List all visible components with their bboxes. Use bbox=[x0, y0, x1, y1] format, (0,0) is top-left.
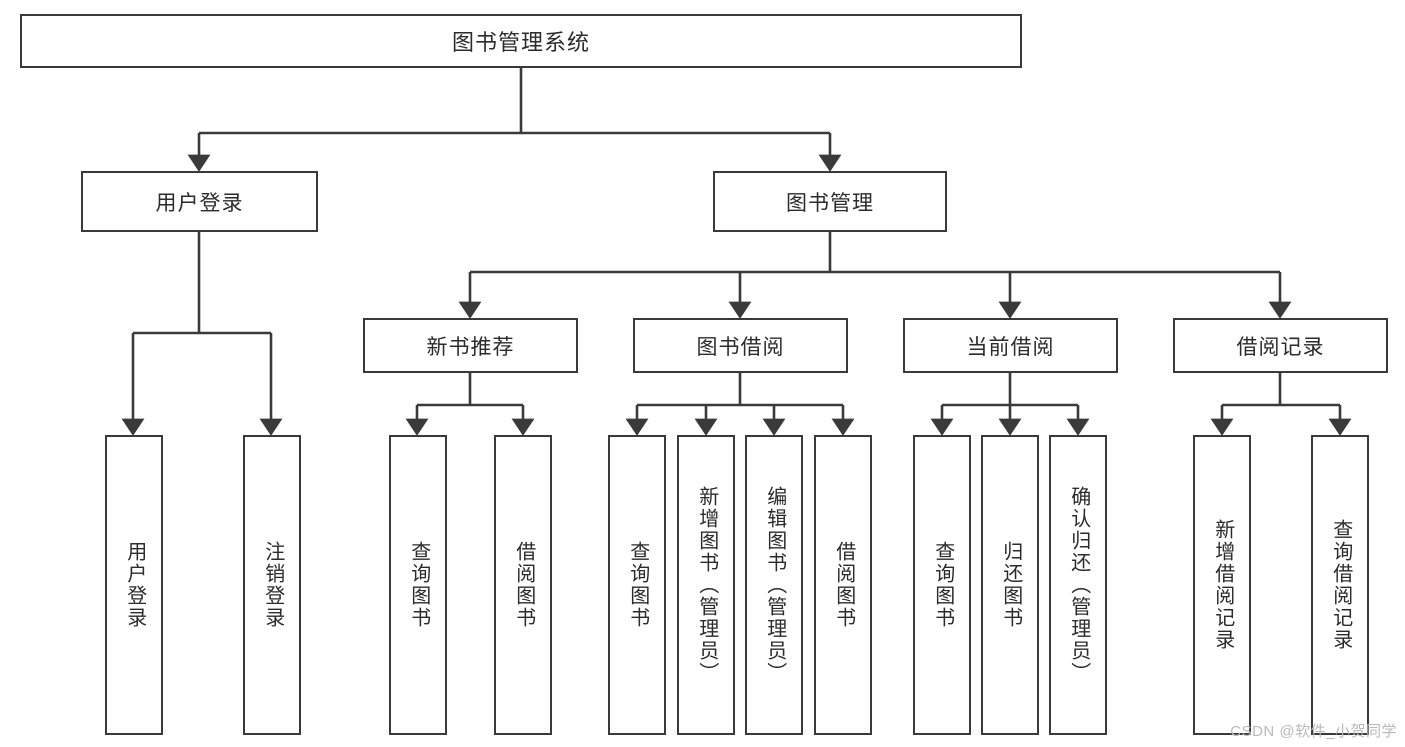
node-label: 当前借阅 bbox=[966, 335, 1055, 359]
leaf-borrow-book-recommend[interactable]: 借阅图书 bbox=[494, 435, 552, 735]
node-label: 编辑图书（管理员） bbox=[763, 486, 786, 684]
node-label: 查询借阅记录 bbox=[1329, 519, 1352, 651]
leaf-edit-book-admin[interactable]: 编辑图书（管理员） bbox=[745, 435, 803, 735]
node-label: 借阅图书 bbox=[832, 541, 855, 629]
node-label: 图书借阅 bbox=[696, 335, 785, 359]
node-root-system[interactable]: 图书管理系统 bbox=[20, 14, 1022, 68]
node-label: 查询图书 bbox=[931, 541, 954, 629]
node-user-login[interactable]: 用户登录 bbox=[81, 171, 318, 232]
node-label: 新书推荐 bbox=[426, 335, 515, 359]
node-label: 确认归还（管理员） bbox=[1067, 486, 1090, 684]
node-label: 查询图书 bbox=[626, 541, 649, 629]
node-label: 新增图书（管理员） bbox=[695, 486, 718, 684]
node-label: 图书管理 bbox=[786, 191, 874, 215]
node-label: 借阅记录 bbox=[1236, 335, 1325, 359]
node-new-book-recommend[interactable]: 新书推荐 bbox=[363, 318, 578, 373]
node-label: 归还图书 bbox=[999, 541, 1022, 629]
node-label: 注销登录 bbox=[261, 541, 284, 629]
leaf-query-book-borrow[interactable]: 查询图书 bbox=[608, 435, 666, 735]
leaf-add-borrow-record[interactable]: 新增借阅记录 bbox=[1193, 435, 1251, 735]
node-label: 图书管理系统 bbox=[451, 30, 590, 55]
node-borrow-record[interactable]: 借阅记录 bbox=[1173, 318, 1388, 373]
leaf-return-book[interactable]: 归还图书 bbox=[981, 435, 1039, 735]
node-label: 用户登录 bbox=[155, 191, 244, 215]
node-label: 查询图书 bbox=[407, 541, 430, 629]
leaf-query-borrow-record[interactable]: 查询借阅记录 bbox=[1311, 435, 1369, 735]
leaf-borrow-book[interactable]: 借阅图书 bbox=[814, 435, 872, 735]
leaf-user-logout[interactable]: 注销登录 bbox=[243, 435, 301, 735]
node-book-borrow[interactable]: 图书借阅 bbox=[633, 318, 848, 373]
leaf-confirm-return-admin[interactable]: 确认归还（管理员） bbox=[1049, 435, 1107, 735]
node-label: 借阅图书 bbox=[512, 541, 535, 629]
watermark: CSDN @软件_小贺同学 bbox=[1230, 723, 1397, 740]
leaf-query-book-recommend[interactable]: 查询图书 bbox=[389, 435, 447, 735]
leaf-query-book-current[interactable]: 查询图书 bbox=[913, 435, 971, 735]
leaf-user-login[interactable]: 用户登录 bbox=[105, 435, 163, 735]
node-current-borrow[interactable]: 当前借阅 bbox=[903, 318, 1118, 373]
node-book-management[interactable]: 图书管理 bbox=[713, 171, 947, 232]
leaf-add-book-admin[interactable]: 新增图书（管理员） bbox=[677, 435, 735, 735]
node-label: 用户登录 bbox=[123, 541, 146, 629]
node-label: 新增借阅记录 bbox=[1211, 519, 1234, 651]
